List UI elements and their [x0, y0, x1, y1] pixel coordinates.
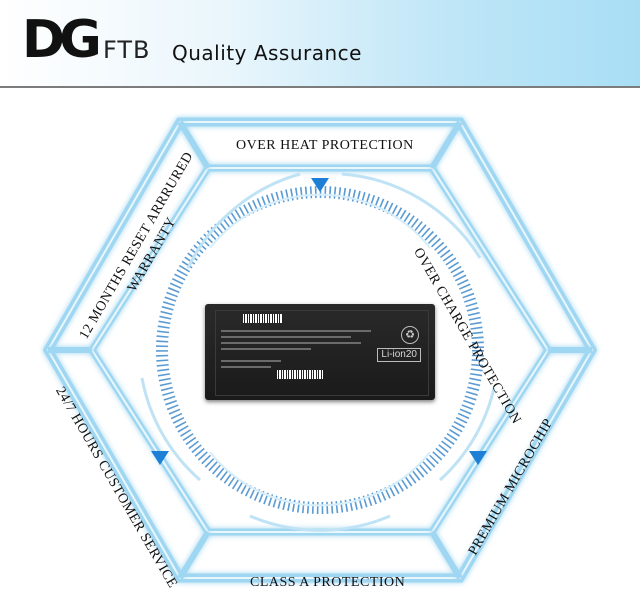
- battery-type-badge: Li-ion20: [377, 348, 421, 362]
- arrow-marker-left: [151, 451, 169, 465]
- tagline: Quality Assurance: [172, 41, 362, 65]
- recycle-icon: ♻: [401, 326, 419, 344]
- battery-label-area: [215, 310, 429, 396]
- arrow-marker-right: [469, 451, 487, 465]
- feature-over-heat: OVER HEAT PROTECTION: [236, 138, 414, 153]
- logo-mark: DG: [22, 10, 102, 70]
- arrow-marker-top: [311, 178, 329, 192]
- barcode: [243, 314, 283, 323]
- hexagon-graphic: [42, 117, 598, 583]
- logo-text: FTB: [103, 36, 151, 64]
- header-banner: DG FTB Quality Assurance: [0, 0, 640, 88]
- battery-image: ♻ Li-ion20: [205, 304, 435, 400]
- barcode-2: [277, 370, 323, 379]
- feature-diagram: ♻ Li-ion20 OVER HEAT PROTECTION CLASS A …: [0, 88, 640, 612]
- feature-class-a: CLASS A PROTECTION: [250, 575, 406, 590]
